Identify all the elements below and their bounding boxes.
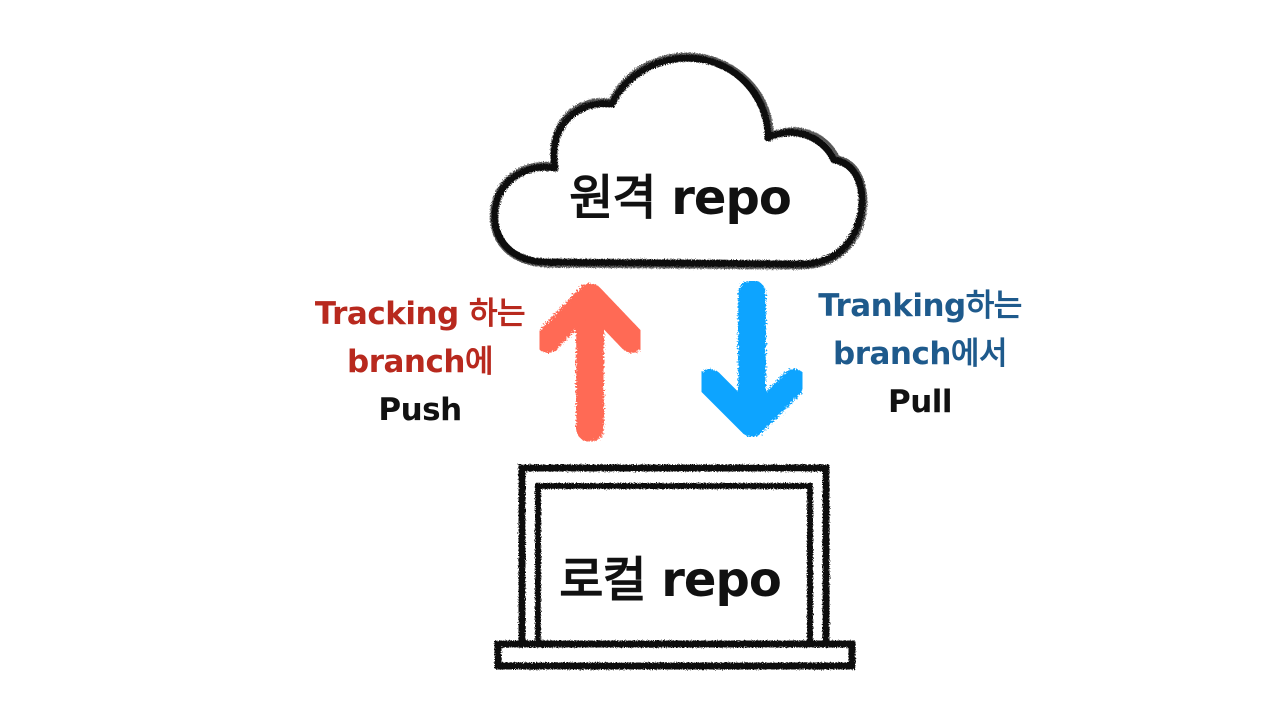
laptop-icon (494, 464, 856, 670)
push-label-line3: Push (378, 392, 462, 428)
pull-label-line1: Tranking하는 (818, 288, 1022, 324)
push-label: Tracking 하는 branch에 Push (290, 290, 550, 434)
push-label-line1: Tracking 하는 (314, 296, 526, 332)
pull-label-line2: branch에서 (833, 336, 1007, 372)
local-repo-title: 로컬 repo (559, 552, 782, 608)
remote-repo-title: 원격 repo (569, 170, 792, 226)
push-label-line2: branch에 (347, 344, 493, 380)
cloud-icon (489, 52, 868, 270)
pull-label-line3: Pull (887, 384, 953, 420)
pull-label: Tranking하는 branch에서 Pull (790, 282, 1050, 426)
arrow-up-icon (535, 283, 645, 442)
arrow-down-icon (697, 280, 807, 437)
